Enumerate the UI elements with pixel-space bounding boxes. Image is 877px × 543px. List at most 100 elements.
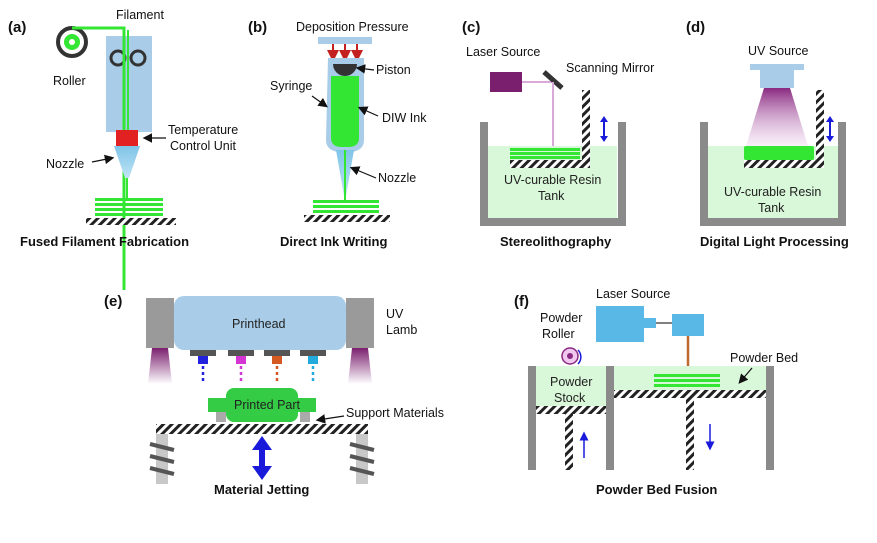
panel-b: (b) Deposition Pressure Piston Syringe D… [248, 19, 427, 249]
syringe-label: Syringe [270, 79, 312, 93]
printhead [174, 296, 346, 350]
panel-f: (f) Laser Source Powder Roller Powder St… [514, 287, 798, 497]
printhead-label: Printhead [232, 317, 286, 331]
build-plate-b [304, 215, 390, 222]
syringe-pointer [311, 95, 328, 108]
panel-a: (a) Filament Roller [8, 8, 238, 290]
stock-piston-rod [565, 414, 573, 470]
pressure-label: Deposition Pressure [296, 20, 409, 34]
resin-label-c-line2: Tank [538, 189, 565, 203]
roller-label-f-line2: Roller [542, 327, 575, 341]
build-platform-e [156, 424, 368, 434]
z-axis-arrow-d [826, 116, 834, 142]
uv-lamp-left [146, 298, 174, 348]
panel-e: (e) Printhead Printed P [104, 293, 444, 497]
material-droplets [201, 366, 315, 384]
scanning-mirror-icon [542, 70, 564, 90]
filament-label: Filament [116, 8, 164, 22]
caption-diw: Direct Ink Writing [280, 234, 387, 249]
support-pointer [315, 414, 345, 424]
spring-right-icon [349, 442, 375, 476]
uv-label-e-line2: Lamb [386, 323, 417, 337]
laser-label-f: Laser Source [596, 287, 670, 301]
stock-label-line2: Stock [554, 391, 586, 405]
caption-pbf: Powder Bed Fusion [596, 482, 717, 497]
resin-label-d-line1: UV-curable Resin [724, 185, 821, 199]
plunger-cap [318, 37, 372, 44]
uv-projection [746, 88, 808, 146]
resin-label-d-line2: Tank [758, 201, 785, 215]
roller-label: Roller [53, 74, 86, 88]
powder-stock [536, 366, 606, 406]
z-axis-arrow-e [252, 436, 272, 480]
panel-d: (d) UV Source UV-curable Resin Tank Digi… [686, 19, 849, 249]
bed-label: Powder Bed [730, 351, 798, 365]
ink-label: DIW Ink [382, 111, 427, 125]
bed-piston-rod [686, 398, 694, 470]
printed-layers [95, 198, 163, 216]
piston-icon [333, 64, 357, 76]
uv-glow-left [148, 348, 172, 384]
build-platform-c [510, 90, 590, 168]
temp-label-line1: Temperature [168, 123, 238, 137]
caption-mj: Material Jetting [214, 482, 309, 497]
wall-right [766, 366, 774, 470]
panel-b-tag: (b) [248, 19, 267, 36]
ink-pointer [357, 106, 379, 117]
panel-f-tag: (f) [514, 293, 529, 310]
jetting-nozzles [190, 350, 326, 364]
nozzle-cone [114, 146, 140, 178]
temp-label-line2: Control Unit [170, 139, 237, 153]
build-platform-d [744, 90, 824, 168]
panel-e-tag: (e) [104, 293, 122, 310]
support-label: Support Materials [346, 406, 444, 420]
piston-label: Piston [376, 63, 411, 77]
scanner-head-f [672, 314, 704, 336]
resin-label-c-line1: UV-curable Resin [504, 173, 601, 187]
roller-label-f-line1: Powder [540, 311, 582, 325]
caption-dlp: Digital Light Processing [700, 234, 849, 249]
bed-pointer [738, 367, 753, 384]
panel-c: (c) Laser Source Scanning Mirror UV-cura… [462, 19, 654, 249]
laser-label-c: Laser Source [466, 45, 540, 59]
uv-lamp-right [346, 298, 374, 348]
powder-roller-icon [561, 347, 582, 365]
fused-layers-f [654, 374, 720, 387]
uv-source-cap [750, 64, 804, 70]
support-left [216, 412, 226, 422]
laser-source-f [596, 306, 644, 342]
printed-part-e [226, 388, 298, 422]
support-right [300, 412, 310, 422]
diw-ink [331, 76, 359, 147]
printed-part-d [744, 146, 814, 160]
piston-pointer [355, 64, 375, 74]
printed-layers-b [313, 200, 379, 213]
panel-c-tag: (c) [462, 19, 480, 36]
wall-left [528, 366, 536, 470]
printed-layers-c [510, 148, 580, 159]
temperature-control-unit [116, 130, 138, 146]
nozzle-label: Nozzle [46, 157, 84, 171]
pressure-arrows [327, 44, 363, 62]
part-label: Printed Part [234, 398, 301, 412]
z-axis-arrow-c [600, 116, 608, 142]
bed-piston [614, 390, 766, 398]
stock-label-line1: Powder [550, 375, 592, 389]
nozzle-b-label: Nozzle [378, 171, 416, 185]
mirror-label: Scanning Mirror [566, 61, 654, 75]
laser-source-c [490, 72, 522, 92]
nozzle-b-pointer [349, 166, 377, 179]
caption-sla: Stereolithography [500, 234, 612, 249]
stock-piston [536, 406, 606, 414]
caption-fff: Fused Filament Fabrication [20, 234, 189, 249]
uv-source-d [760, 70, 794, 88]
filament-roller-icon [56, 26, 88, 58]
panel-a-tag: (a) [8, 19, 26, 36]
nozzle-pointer [91, 154, 115, 165]
wall-mid [606, 366, 614, 470]
filament-path [72, 26, 126, 290]
uv-label-d: UV Source [748, 44, 808, 58]
laser-coupler [644, 318, 656, 328]
